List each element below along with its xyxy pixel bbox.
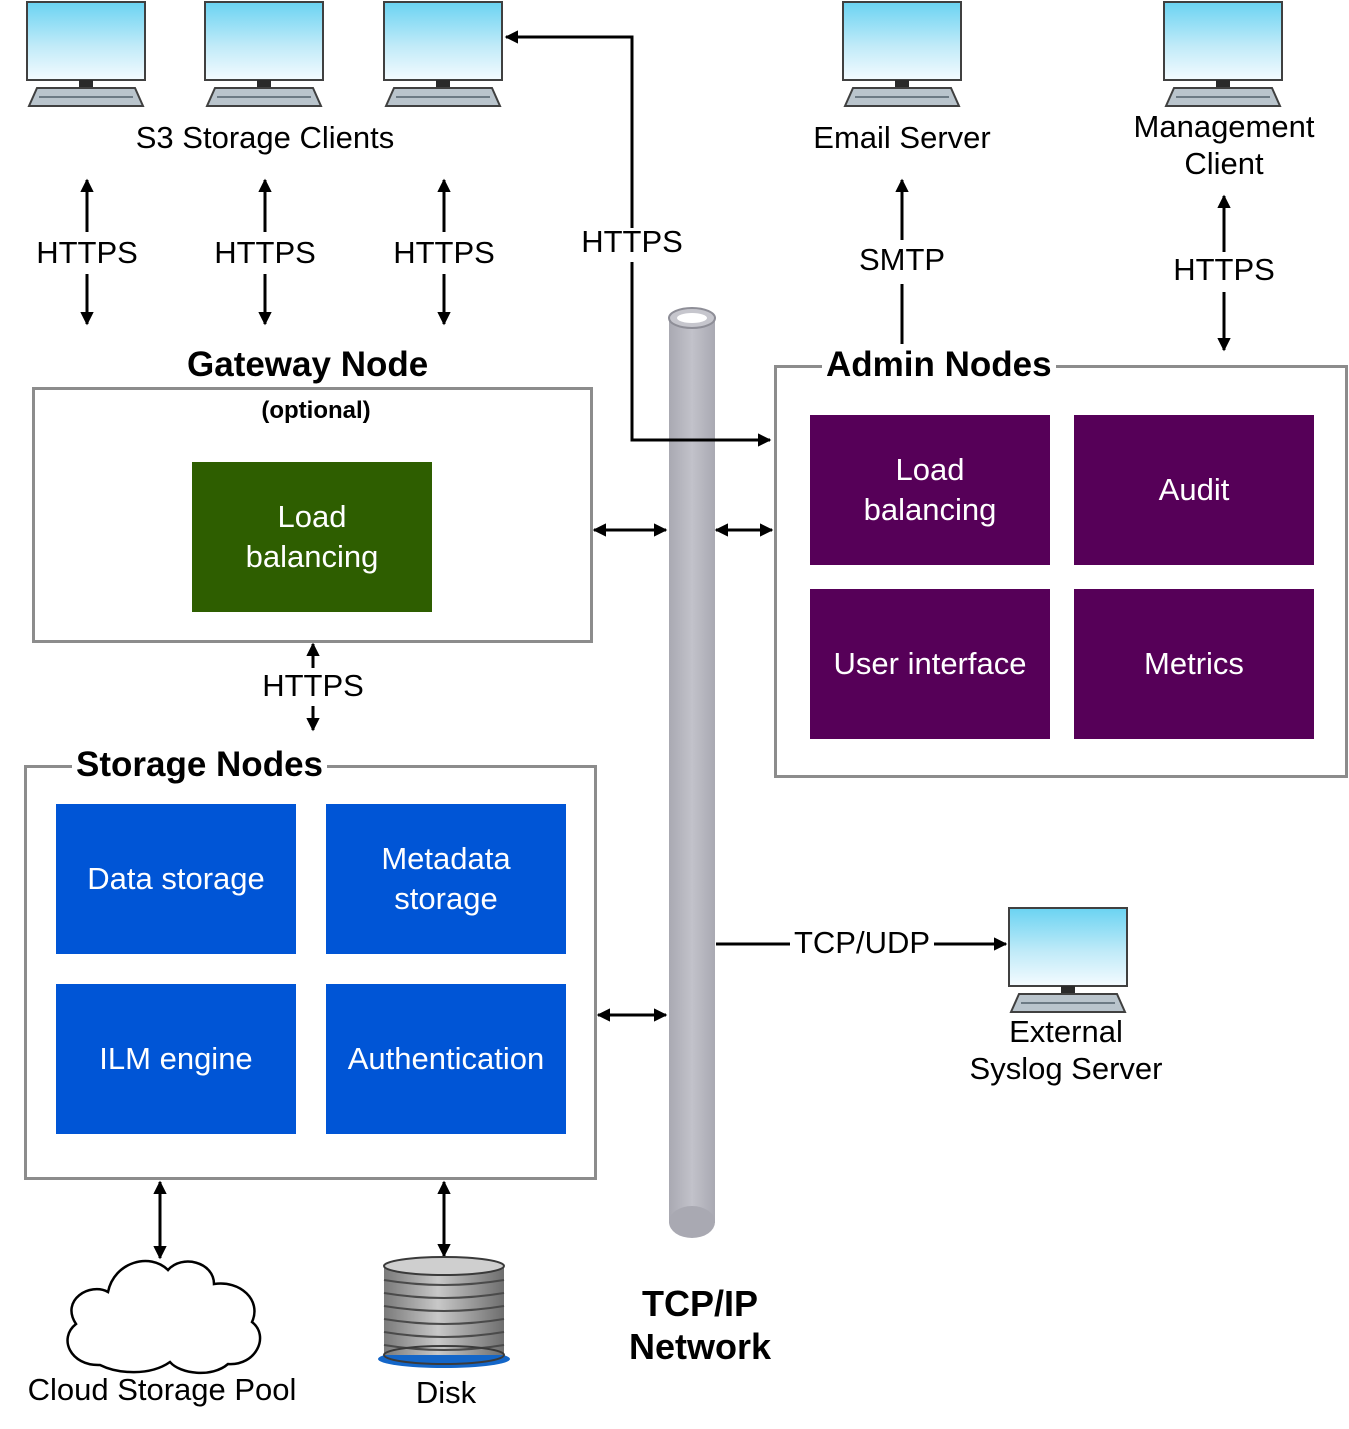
https-label: HTTPS [1173, 252, 1275, 287]
metrics-tile: Metrics [1074, 589, 1314, 739]
metadata-storage-tile: Metadata storage [326, 804, 566, 954]
cloud-storage-pool-label: Cloud Storage Pool [27, 1372, 297, 1407]
gateway-node-panel: Load balancing [32, 387, 593, 643]
storage-nodes-title: Storage Nodes [72, 747, 327, 782]
https-label: HTTPS [214, 235, 316, 270]
https-label: HTTPS [393, 235, 495, 270]
email-server-label: Email Server [813, 120, 991, 155]
audit-tile: Audit [1074, 415, 1314, 565]
s3-storage-clients-label: S3 Storage Clients [135, 120, 395, 155]
tcp-udp-label: TCP/UDP [793, 925, 931, 960]
ilm-engine-tile: ILM engine [56, 984, 296, 1134]
management-client-label: Management Client [1133, 109, 1315, 182]
user-interface-tile: User interface [810, 589, 1050, 739]
admin-nodes-panel: Load balancing Audit User interface Metr… [774, 365, 1348, 778]
s3-client-monitor-icon [26, 1, 146, 107]
gateway-load-balancing-tile: Load balancing [192, 462, 432, 612]
https-label: HTTPS [581, 224, 683, 259]
smtp-label: SMTP [858, 242, 946, 277]
network-pipe-icon [668, 307, 716, 1238]
admin-load-balancing-tile: Load balancing [810, 415, 1050, 565]
https-label: HTTPS [262, 668, 364, 703]
gateway-node-title: Gateway Node [183, 347, 433, 382]
s3-client-monitor-icon [383, 1, 503, 107]
management-client-monitor-icon [1163, 1, 1283, 107]
external-syslog-server-label: External Syslog Server [969, 1014, 1163, 1087]
syslog-server-monitor-icon [1008, 907, 1128, 1013]
email-server-monitor-icon [842, 1, 962, 107]
data-storage-tile: Data storage [56, 804, 296, 954]
https-label: HTTPS [36, 235, 138, 270]
disk-icon [378, 1256, 510, 1368]
cloud-icon [66, 1259, 262, 1375]
s3-client-monitor-icon [204, 1, 324, 107]
tcp-ip-network-label: TCP/IP Network [628, 1283, 772, 1368]
gateway-node-subtitle: (optional) [261, 397, 371, 424]
disk-label: Disk [415, 1375, 477, 1410]
storage-nodes-panel: Data storage Metadata storage ILM engine… [24, 765, 597, 1180]
admin-nodes-title: Admin Nodes [822, 347, 1056, 382]
authentication-tile: Authentication [326, 984, 566, 1134]
